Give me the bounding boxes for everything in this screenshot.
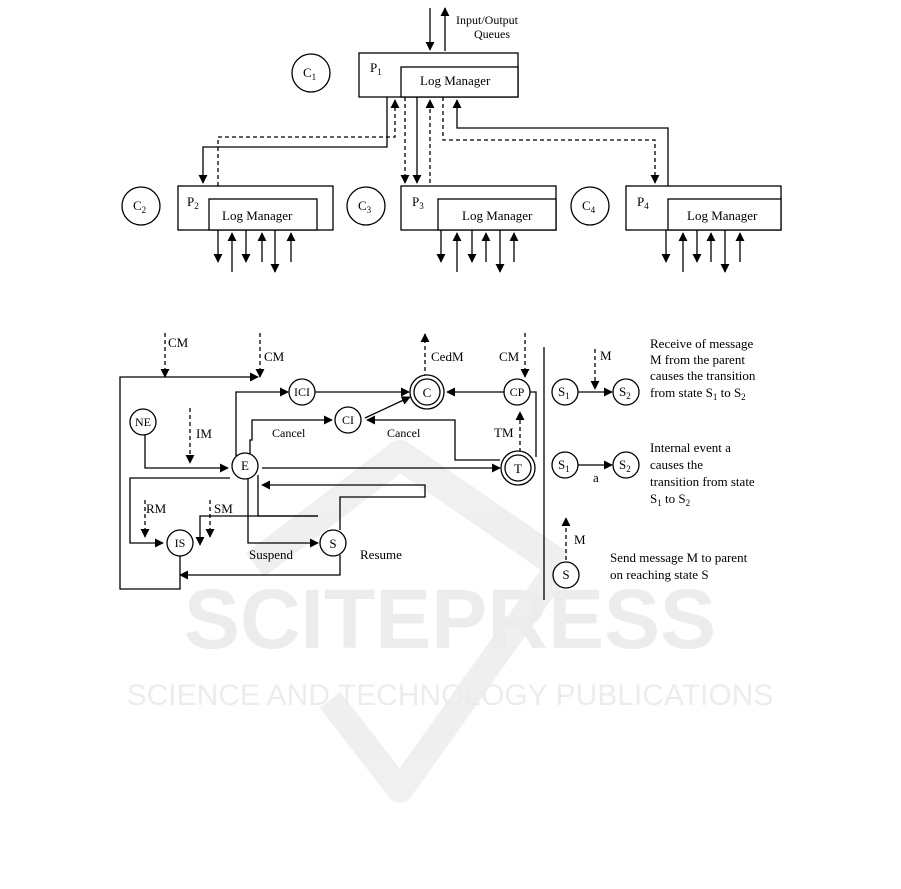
suspend-label: Suspend [249, 547, 294, 562]
t-to-ci-arrow [366, 415, 500, 461]
state-ici-label: ICI [294, 385, 310, 399]
watermark-title: SCITEPRESS [184, 572, 716, 666]
state-s-label: S [329, 536, 336, 551]
state-c-inner-circle [413, 378, 441, 406]
process-p4-label: P4 [637, 194, 649, 211]
p2-to-p1-dashed-arrow [217, 99, 400, 186]
watermark-subtitle: SCIENCE AND TECHNOLOGY PUBLICATIONS [127, 679, 774, 712]
legend-text-1-line1: Receive of message [650, 336, 753, 351]
state-ici-circle [288, 378, 316, 406]
s-to-e-resume-arrow [261, 480, 426, 530]
cm-left-label: CM [168, 335, 189, 350]
legend-text-1-line2: M from the parent [650, 352, 745, 367]
legend-m-c: M [574, 532, 586, 547]
log-manager-p2-label: Log Manager [222, 208, 293, 223]
process-hierarchy-labels: Input/Output Queues Log Manager Log Mana… [133, 13, 758, 223]
legend-s-circle [552, 561, 580, 589]
log-manager-p3-box [437, 198, 557, 231]
sm-label: SM [214, 501, 233, 516]
process-hierarchy [121, 7, 782, 273]
state-s-circle [319, 529, 347, 557]
coordinator-c2-circle [121, 186, 161, 226]
legend-text-3-line1: Send message M to parent [610, 550, 748, 565]
p1-to-p2-arrow [198, 97, 388, 184]
state-machine-labels: NE ICI CI C CP E T IS S CM CM CedM CM IM… [135, 335, 525, 562]
log-manager-p4-label: Log Manager [687, 208, 758, 223]
legend-text-2-line1: Internal event a [650, 440, 731, 455]
coordinator-c4-circle [570, 186, 610, 226]
p1-to-p4-dashed-arrow [442, 97, 660, 184]
legend-text-1-line3: causes the transition [650, 368, 756, 383]
queues-label-line2: Queues [474, 27, 510, 41]
state-e-label: E [241, 458, 249, 473]
tm-label: TM [494, 425, 514, 440]
legend: S1 S2 M Receive of message M from the pa… [558, 336, 756, 582]
log-manager-p1-box [400, 66, 519, 98]
state-e-circle [231, 452, 259, 480]
im-label: IM [196, 426, 212, 441]
log-manager-p2-box [208, 198, 318, 231]
process-p1-label: P1 [370, 60, 382, 77]
state-is-label: IS [175, 536, 186, 550]
coordinator-c1-circle [291, 53, 331, 93]
e-to-is-rm-arrow [129, 477, 230, 548]
state-ci-circle [334, 406, 362, 434]
coordinator-c1-label: C1 [303, 65, 316, 82]
log-manager-p4-box [667, 198, 782, 231]
legend-text-2-line3: transition from state [650, 474, 755, 489]
legend-s2-circle-b [612, 451, 640, 479]
cm-mid-label: CM [264, 349, 285, 364]
process-p2-label: P2 [187, 194, 199, 211]
legend-text-2-line2: causes the [650, 457, 703, 472]
legend-s-c: S [562, 567, 569, 582]
legend-s1-b: S1 [558, 457, 570, 474]
cancel-left-label: Cancel [272, 426, 306, 440]
process-p3-label: P3 [412, 194, 424, 211]
state-t-label: T [514, 461, 522, 476]
rm-label: RM [146, 501, 167, 516]
legend-text-2-line4: S1 to S2 [650, 491, 690, 508]
legend-a: a [593, 470, 599, 485]
coordinator-c4-label: C4 [582, 198, 596, 215]
cedm-label: CedM [431, 349, 464, 364]
p4-to-p1-arrow [452, 99, 669, 186]
legend-m-a: M [600, 348, 612, 363]
cancel-right-label: Cancel [387, 426, 421, 440]
queues-label-line1: Input/Output [456, 13, 519, 27]
e-to-ci-arrow [249, 415, 333, 456]
legend-text-3-line2: on reaching state S [610, 567, 709, 582]
state-t-inner-circle [504, 454, 532, 482]
state-is-circle [166, 529, 194, 557]
state-c-label: C [423, 385, 432, 400]
watermark: SCITEPRESS SCIENCE AND TECHNOLOGY PUBLIC… [127, 440, 774, 803]
ci-to-c-arrow [364, 396, 411, 419]
cm-right-label: CM [499, 349, 520, 364]
state-cp-label: CP [510, 385, 525, 399]
s-to-is-sm-arrow [195, 515, 318, 546]
e-to-s-suspend-arrow [247, 478, 319, 548]
coordinator-c2-label: C2 [133, 198, 146, 215]
state-ci-label: CI [342, 413, 354, 427]
state-machine [119, 333, 640, 600]
ne-to-e-arrow [144, 427, 229, 473]
legend-text-1-line4: from state S1 to S2 [650, 385, 746, 402]
coordinator-c3-label: C3 [358, 198, 372, 215]
state-cp-circle [503, 378, 531, 406]
log-manager-p1-label: Log Manager [420, 73, 491, 88]
resume-label: Resume [360, 547, 402, 562]
legend-s2-circle-a [612, 378, 640, 406]
legend-s1-a: S1 [558, 384, 570, 401]
s-to-is-arrow [179, 555, 341, 580]
legend-s2-b: S2 [619, 457, 631, 474]
e-to-ici-arrow [235, 387, 289, 456]
state-ne-label: NE [135, 415, 151, 429]
legend-s2-a: S2 [619, 384, 631, 401]
coordinator-c3-circle [346, 186, 386, 226]
log-manager-p3-label: Log Manager [462, 208, 533, 223]
state-ne-circle [129, 408, 157, 436]
